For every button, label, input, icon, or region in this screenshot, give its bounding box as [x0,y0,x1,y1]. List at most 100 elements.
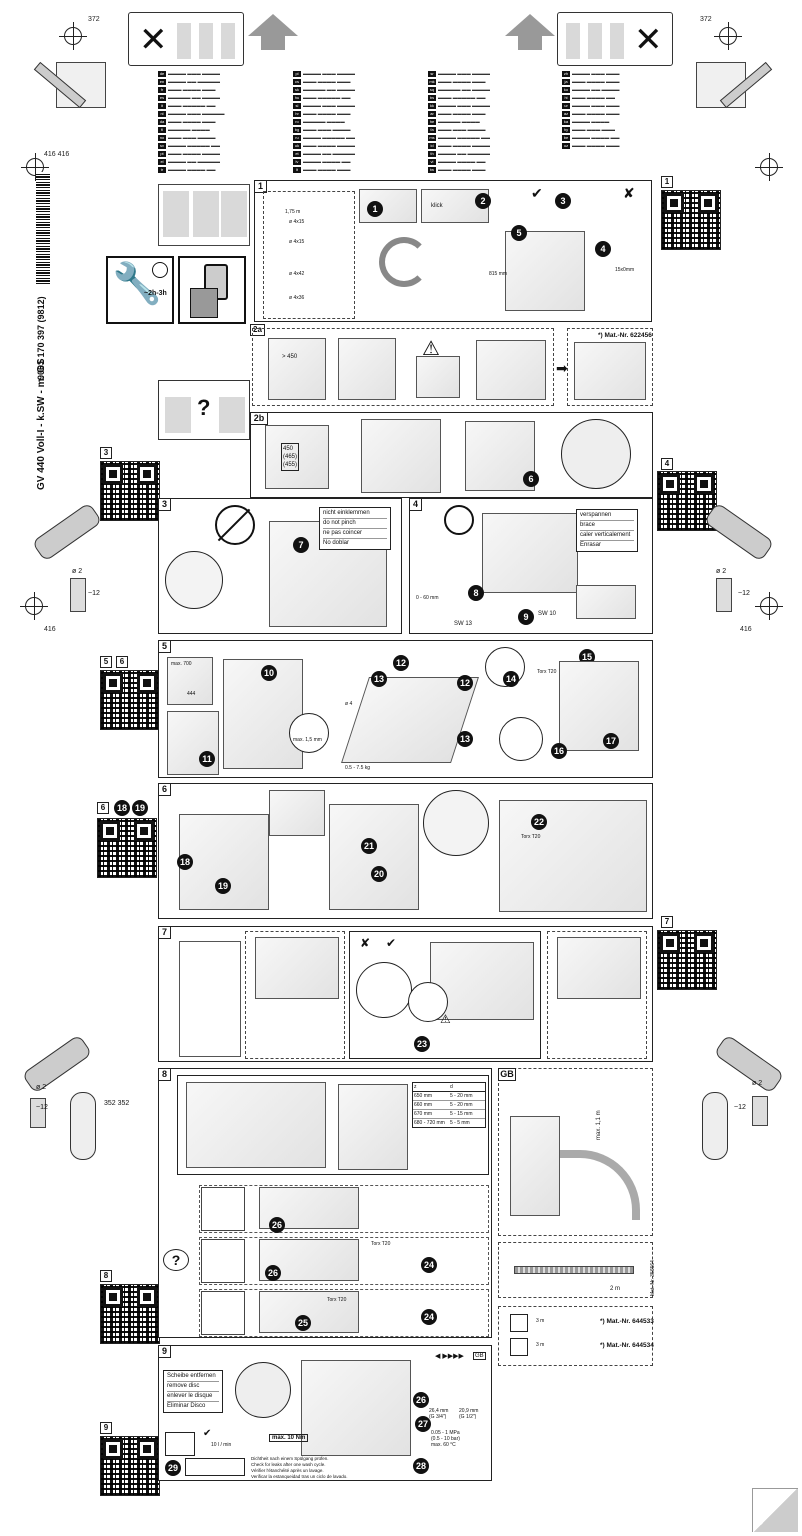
socket-icon [510,1338,528,1356]
brace-de: verspannen [580,511,634,521]
max-height: max. 1,1 m [596,1110,602,1140]
panel-1: 1 1,75 m ø 4x15 ø 4x15 ø 4x42 ø 4x36 1 2… [254,180,652,322]
drill-icon-left [31,502,103,562]
qr-code-9[interactable] [100,1436,160,1496]
step-number: 6 [523,471,539,487]
hose-coil [379,237,429,287]
table-cell: 660 mm [414,1102,433,1108]
drill-diameter: ø 2 [752,1080,763,1087]
pressure-spec: 0.05 - 1 MPa (0.5 - 10 bar) max. 60 °C [431,1430,460,1448]
thread-size: (G 1/2") [459,1414,477,1420]
no-entry-icon [444,505,474,535]
disc-fr: enlever le disque [167,1392,219,1402]
registration-mark [755,592,783,620]
step-number: 27 [415,1416,431,1432]
smartphone-manual-icon [178,256,246,324]
panel-2a-dishwasher [476,340,546,400]
step-number: 26 [265,1265,281,1281]
dishwasher-3d [505,231,585,311]
option-cab-3 [201,1291,245,1335]
dim-top-right: 372 [700,16,712,23]
qr-label: 9 [100,1422,112,1434]
zoom-circle [499,717,543,761]
registration-mark [755,153,783,181]
panel-2a-cab-2 [338,338,396,400]
height-table: z d 650 mm 5 - 20 mm 660 mm 5 - 20 mm 67… [412,1082,486,1128]
dim-left-lower: 416 [44,626,56,633]
cross-icon: ✘ [623,185,635,201]
panel-number: 4 [409,498,422,511]
leak-en: Check for leaks after one wash cycle. [251,1462,326,1467]
panel-number: 1 [254,180,267,193]
hose-length: 1,75 m [285,209,301,215]
step-number: 22 [531,814,547,830]
level-adjust [576,585,636,619]
cabinet-fit-options [179,941,241,1057]
panel-2b: 2b 450 (465) (455) 6 [250,412,653,498]
warning-de: nicht einklemmen [323,509,387,519]
table-row: 660 mm 5 - 20 mm [413,1101,485,1110]
qr-code-8[interactable] [100,1284,160,1344]
cross-icon: ✘ [360,936,371,950]
option-cab-1 [201,1187,245,1231]
top-right-part-diagram: ✕ [557,12,673,66]
table-row: 670 mm 5 - 15 mm [413,1110,485,1119]
warning-icon: ⚠ [440,1012,451,1026]
qr-code-3[interactable] [100,461,160,521]
torque-label: max. 10 Nm [269,1434,309,1442]
dim-top-left: 372 [88,16,100,23]
panel-number: 5 [158,640,171,653]
step-number: 10 [261,665,277,681]
step-number: 25 [295,1315,311,1331]
door-measure [167,657,213,705]
qr-code-5[interactable] [100,670,160,730]
warning-icon: ⚠ [422,338,440,360]
qr-code-4[interactable] [657,471,717,531]
leak-de: Dichtheit nach einem Spülgang prüfen. [251,1456,329,1461]
model-title: GV 440 Voll-I - k.SW - m. GS [36,358,47,490]
tools-time-icon: 🔧 ~2h-3h [106,256,174,324]
panel-2a [252,328,554,406]
panel-6: 6 18 19 21 20 22 Torx T20 [158,783,653,919]
registration-mark [21,153,49,181]
qr-code-7[interactable] [657,930,717,990]
door-install-2 [269,790,325,836]
drill-hole-left [70,578,86,612]
registration-mark [714,22,742,50]
torx-label: Torx T20 [371,1241,391,1247]
drill-depth: ~12 [738,590,750,597]
thread-size: (G 3/4") [429,1414,447,1420]
drill-icon-right [713,1034,785,1094]
door-install-4 [499,800,647,912]
step-number: 12 [393,655,409,671]
hose-extension [498,1242,653,1298]
panel-number: 3 [158,498,171,511]
qr-label: 8 [100,1270,112,1282]
step-number: 4 [595,241,611,257]
qr-code-6[interactable] [97,818,157,878]
door-fitted [559,661,639,751]
qr-label: 1 [661,176,673,188]
question-mark-icon: ? [197,395,211,420]
step-number: 5 [511,225,527,241]
qr-step: 19 [132,800,148,816]
warning-text: nicht einklemmen do not pinch ne pas coi… [319,507,391,550]
arrow-up-icon [248,14,298,36]
qr-code-1[interactable] [661,190,721,250]
hinge-bracket [70,1092,96,1160]
screw-size-1: ø 4x15 [289,219,305,225]
panel-2a-cab-1 [268,338,326,400]
step-number: 24 [421,1309,437,1325]
dim-label: 444 [187,691,196,697]
screw-size-4: ø 4x36 [289,295,305,301]
panel-4: 4 verspannen brace caler verticalement E… [409,498,653,634]
drill-diameter: ø 2 [36,1084,47,1091]
step-number: 16 [551,743,567,759]
kitchen-cabinet-front [158,184,250,246]
dim-label: 15x0mm [615,267,635,273]
flow-rate: 10 l / min [211,1442,232,1448]
step-number: 1 [367,201,383,217]
thread-sizes: 20,9 mm (G 1/2") [459,1408,478,1420]
drill-icon-left [21,1034,93,1094]
question-mark-icon: ? [163,1249,189,1271]
